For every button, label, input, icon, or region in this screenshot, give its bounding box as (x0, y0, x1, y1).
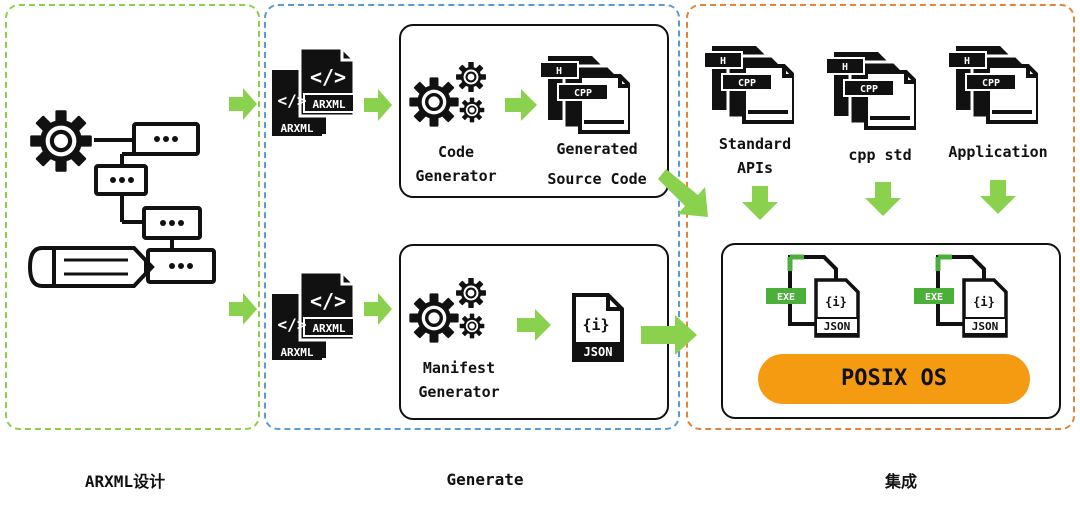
svg-text:EXE: EXE (777, 292, 795, 303)
executable-with-manifest-1-icon: EXE {i} JSON (766, 254, 860, 338)
pencil-icon (27, 246, 155, 288)
application-label: Application (948, 143, 1048, 161)
arxml-design-illustration (27, 100, 216, 288)
svg-text:H: H (556, 66, 562, 77)
svg-text:JSON: JSON (972, 320, 999, 333)
cpp-std-label: cpp std (848, 146, 912, 164)
code-tag-icon-2: </> (310, 289, 346, 313)
arrow-arxml-to-manifest-generator (364, 293, 392, 325)
standard-apis-files-icon: H CPP (704, 44, 794, 124)
arxml-files-bottom: ARXML ARXML </> </> (272, 270, 356, 360)
svg-text:EXE: EXE (925, 292, 943, 303)
manifest-generator-gears-icon (407, 277, 487, 345)
arrow-standard-apis-down (742, 186, 778, 220)
cpp-std-files-icon: H CPP (826, 50, 916, 130)
code-generator-gears-icon (407, 61, 487, 129)
generate-region (264, 4, 680, 430)
code-tag-icon: </> (310, 65, 346, 89)
arrow-design-to-arxml-bottom (229, 293, 257, 325)
code-generator-line2: Generator (415, 167, 497, 185)
standard-apis-line1: Standard (718, 135, 792, 153)
arrow-manifest-generator-to-json (517, 309, 551, 341)
manifest-generator-line2: Generator (418, 383, 500, 401)
svg-text:{i}: {i} (973, 295, 995, 309)
svg-text:H: H (720, 56, 726, 67)
arxml-front-label-2: ARXML (312, 322, 345, 335)
code-tag-back-icon: </> (278, 91, 307, 110)
application-files-icon: H CPP (948, 44, 1038, 124)
integration-region (686, 4, 1075, 430)
arxml-files-top: ARXML ARXML </> </> (272, 46, 356, 136)
section-title-arxml-design: ARXML设计 (84, 472, 166, 491)
svg-text:H: H (964, 56, 970, 67)
arrow-code-generator-to-source (505, 89, 537, 121)
arxml-design-region (5, 4, 260, 430)
svg-text:CPP: CPP (574, 88, 592, 99)
arrow-cpp-std-down (865, 182, 901, 216)
svg-text:CPP: CPP (982, 78, 1000, 89)
generated-source-line1: Generated (556, 140, 638, 158)
manifest-generator-label: Manifest Generator (406, 356, 512, 404)
arrow-source-to-runtime (658, 169, 708, 217)
arrow-design-to-arxml-top (229, 88, 257, 120)
manifest-generator-line1: Manifest (422, 359, 496, 377)
arrow-json-to-runtime (641, 315, 697, 355)
svg-text:{i}: {i} (825, 295, 847, 309)
generated-source-label: Generated Source Code (532, 134, 662, 194)
posix-os-bar: POSIX OS (758, 354, 1030, 404)
arxml-back-label-2: ARXML (280, 346, 313, 359)
svg-text:H: H (842, 62, 848, 73)
arrow-application-down (980, 180, 1016, 214)
svg-text:JSON: JSON (824, 320, 851, 333)
executable-with-manifest-2-icon: EXE {i} JSON (914, 254, 1008, 338)
code-generator-line1: Code (437, 143, 475, 161)
manifest-json-file-icon: {i} JSON (572, 293, 624, 362)
arrow-arxml-to-code-generator (364, 89, 392, 121)
generated-source-line2: Source Code (547, 170, 647, 188)
standard-apis-line2: APIs (736, 159, 774, 177)
standard-apis-label: Standard APIs (704, 132, 806, 180)
svg-text:{i}: {i} (582, 316, 609, 334)
svg-text:JSON: JSON (584, 345, 613, 359)
arxml-back-label: ARXML (280, 122, 313, 135)
code-generator-label: Code Generator (404, 140, 508, 188)
generated-source-files-icon: H CPP (540, 54, 630, 134)
svg-text:CPP: CPP (738, 78, 756, 89)
code-tag-back-icon-2: </> (278, 315, 307, 334)
svg-text:CPP: CPP (860, 84, 878, 95)
arxml-front-label: ARXML (312, 98, 345, 111)
section-title-generate: Generate (446, 470, 524, 489)
section-title-integration: 集成 (884, 472, 917, 491)
